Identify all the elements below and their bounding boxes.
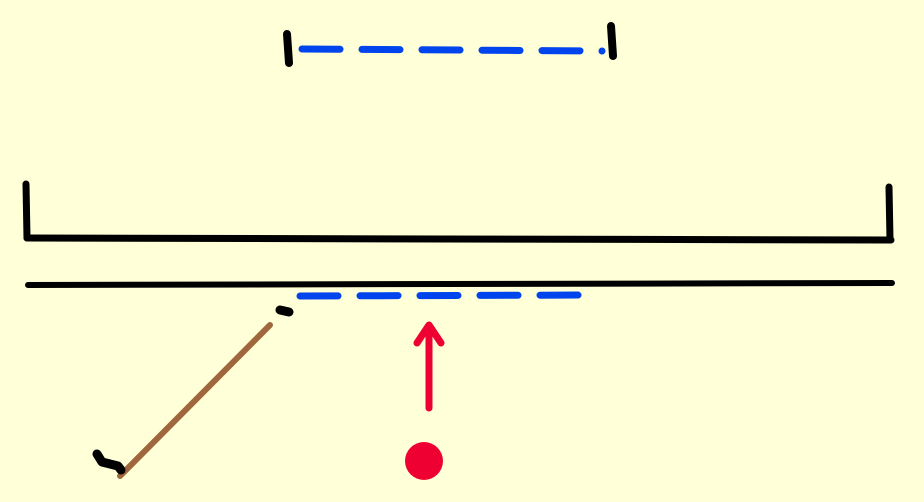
top-target-gap-dashed <box>298 45 606 55</box>
container-bottom-wall <box>23 234 895 244</box>
container-right-wall <box>885 183 894 244</box>
top-target <box>283 22 617 67</box>
hinge-pin <box>275 305 294 317</box>
launcher-stick[interactable] <box>117 322 273 479</box>
top-target-right-post <box>607 22 617 60</box>
floor-line <box>25 280 895 288</box>
red-ball[interactable] <box>405 442 443 480</box>
launcher[interactable] <box>92 322 273 479</box>
container-left-wall <box>22 180 31 242</box>
aim-arrow <box>413 321 445 412</box>
aim-arrow-head <box>413 321 445 347</box>
top-target-left-post <box>283 30 293 67</box>
floor-gap-dashed <box>296 291 600 300</box>
launcher-pivot <box>92 449 126 475</box>
container-bracket <box>22 180 895 244</box>
